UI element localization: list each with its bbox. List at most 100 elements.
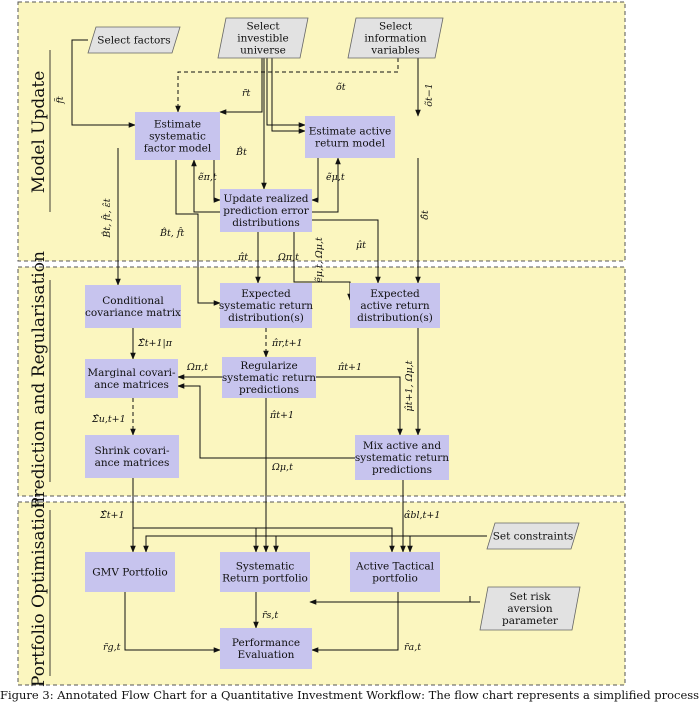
label-omega-pi: Ωπ,t (277, 252, 299, 263)
node-text-exp-active-0: Expected (370, 288, 420, 300)
node-shape-mix (355, 435, 449, 480)
label-mu-omega: μ̂t+1, Ωμ,t (404, 360, 415, 411)
node-text-cond-cov-0: Conditional (102, 295, 164, 307)
label-r-t: r̃t (242, 88, 251, 99)
node-text-est-active-1: return model (315, 138, 386, 150)
label-pi-t1b: π̂t+1 (269, 410, 294, 421)
node-set-constraints: Set constraints (486, 522, 580, 550)
label-bfe: B̂t, f̂t, ε̂t (101, 198, 113, 238)
node-text-est-systematic-0: Estimate (154, 119, 201, 131)
node-shape-sys-portfolio (220, 552, 310, 592)
node-shape-exp-systematic (220, 283, 312, 328)
node-shape-update-errors (220, 189, 312, 232)
node-text-est-active-0: Estimate active (309, 126, 391, 138)
node-shape-select-info (347, 17, 444, 59)
node-shape-exp-active (350, 283, 440, 328)
label-e-mu: ẽμ,t (326, 172, 345, 183)
node-text-set-constraints-0: Set constraints (493, 531, 574, 543)
edges (71, 39, 487, 653)
flow-chart: Model Update Prediction and Regularisati… (17, 1, 626, 687)
node-text-set-risk-1: aversion (507, 603, 552, 615)
edge-estsys-to-update (213, 160, 221, 203)
label-alpha: α̂bl,t+1 (404, 510, 440, 521)
node-select-factors: Select factors (87, 26, 181, 54)
node-text-select-info-1: information (364, 33, 426, 45)
node-text-gmv-0: GMV Portfolio (92, 567, 168, 579)
node-text-update-errors-0: Update realized (224, 193, 309, 205)
node-text-mix-1: systematic return (355, 452, 449, 464)
node-text-active-portfolio-0: Active Tactical (355, 561, 435, 573)
node-shape-gmv (85, 552, 175, 592)
label-delta: δ̂t (420, 210, 431, 220)
label-o-t1: õt−1 (424, 83, 435, 107)
label-sigma-t1: Σ̂t+1 (99, 510, 125, 521)
node-shape-marginal-cov (85, 359, 178, 398)
label-b-t: B̂t (235, 146, 247, 158)
node-text-shrink-cov-1: ance matrices (95, 457, 170, 469)
node-shape-performance (220, 628, 312, 669)
node-text-performance-0: Performance (232, 637, 300, 649)
node-text-active-portfolio-1: portfolio (372, 573, 418, 585)
node-text-sys-portfolio-1: Return portfolio (222, 573, 308, 585)
label-o-t: õt (336, 82, 346, 93)
node-shape-regularize (222, 357, 316, 398)
label-pi-t1: π̂t+1 (337, 362, 362, 373)
node-shape-select-factors (87, 26, 181, 54)
edge-update-to-estactive (312, 157, 341, 213)
node-text-performance-1: Evaluation (238, 649, 295, 661)
node-text-est-systematic-1: systematic (149, 131, 206, 143)
edge-info-to-estsys (175, 58, 399, 113)
node-text-mix-2: predictions (372, 464, 432, 476)
edge-active-to-perf (311, 592, 399, 653)
label-r-g: r̃g,t (103, 642, 121, 653)
node-text-select-universe-1: investible (237, 33, 289, 45)
node-text-sys-portfolio-0: Systematic (236, 561, 295, 573)
label-omega-pi2: Ωπ,t (186, 362, 208, 373)
node-text-exp-active-1: active return (360, 300, 429, 312)
label-r-s: r̃s,t (262, 610, 278, 621)
label-omega-mu: Ωμ,t (271, 462, 293, 473)
node-text-marginal-cov-0: Marginal covari- (87, 367, 176, 379)
node-text-exp-active-2: distribution(s) (357, 312, 433, 324)
edge-universe-to-estsys (219, 58, 263, 115)
node-shape-set-risk (479, 586, 581, 631)
edge-bus-sigma (133, 527, 395, 553)
edge-universe-to-estactive-2 (271, 58, 306, 134)
node-text-update-errors-1: prediction error (223, 205, 309, 217)
node-text-marginal-cov-1: ance matrices (94, 379, 169, 391)
node-shape-shrink-cov (85, 435, 179, 478)
node-text-set-risk-2: parameter (502, 615, 559, 627)
edge-estactive-to-update (311, 158, 319, 203)
node-shape-set-constraints (486, 522, 580, 550)
edge-update-to-estsys (191, 159, 220, 213)
node-text-select-universe-2: universe (240, 45, 286, 57)
node-text-select-info-2: variables (370, 45, 420, 57)
figure-caption: Figure 3: Annotated Flow Chart for a Qua… (0, 688, 699, 702)
label-e-pi: ẽπ,t (198, 172, 217, 183)
node-text-mix-0: Mix active and (363, 440, 442, 452)
node-text-select-factors-0: Select factors (97, 35, 170, 47)
edge-universe-to-estactive-1 (266, 58, 306, 128)
label-r-a: r̃a,t (404, 642, 421, 653)
edge-constraints-bus (143, 535, 487, 553)
node-text-select-info-0: Select (379, 21, 413, 33)
label-e-omega: ẽμ,t, Ωμ,t (314, 237, 325, 283)
label-sigma-pi: Σ̂t+1|π (137, 338, 173, 349)
node-text-regularize-0: Regularize (240, 360, 297, 372)
node-gmv: GMV Portfolio (85, 552, 175, 592)
label-sigma-u: Σ̂u,t+1 (91, 414, 126, 425)
node-text-cond-cov-1: covariance matrix (85, 307, 181, 319)
label-bf: B̂t, f̂t (159, 227, 184, 239)
node-text-exp-systematic-0: Expected (241, 288, 291, 300)
label-f-t: f̃t (54, 96, 66, 105)
